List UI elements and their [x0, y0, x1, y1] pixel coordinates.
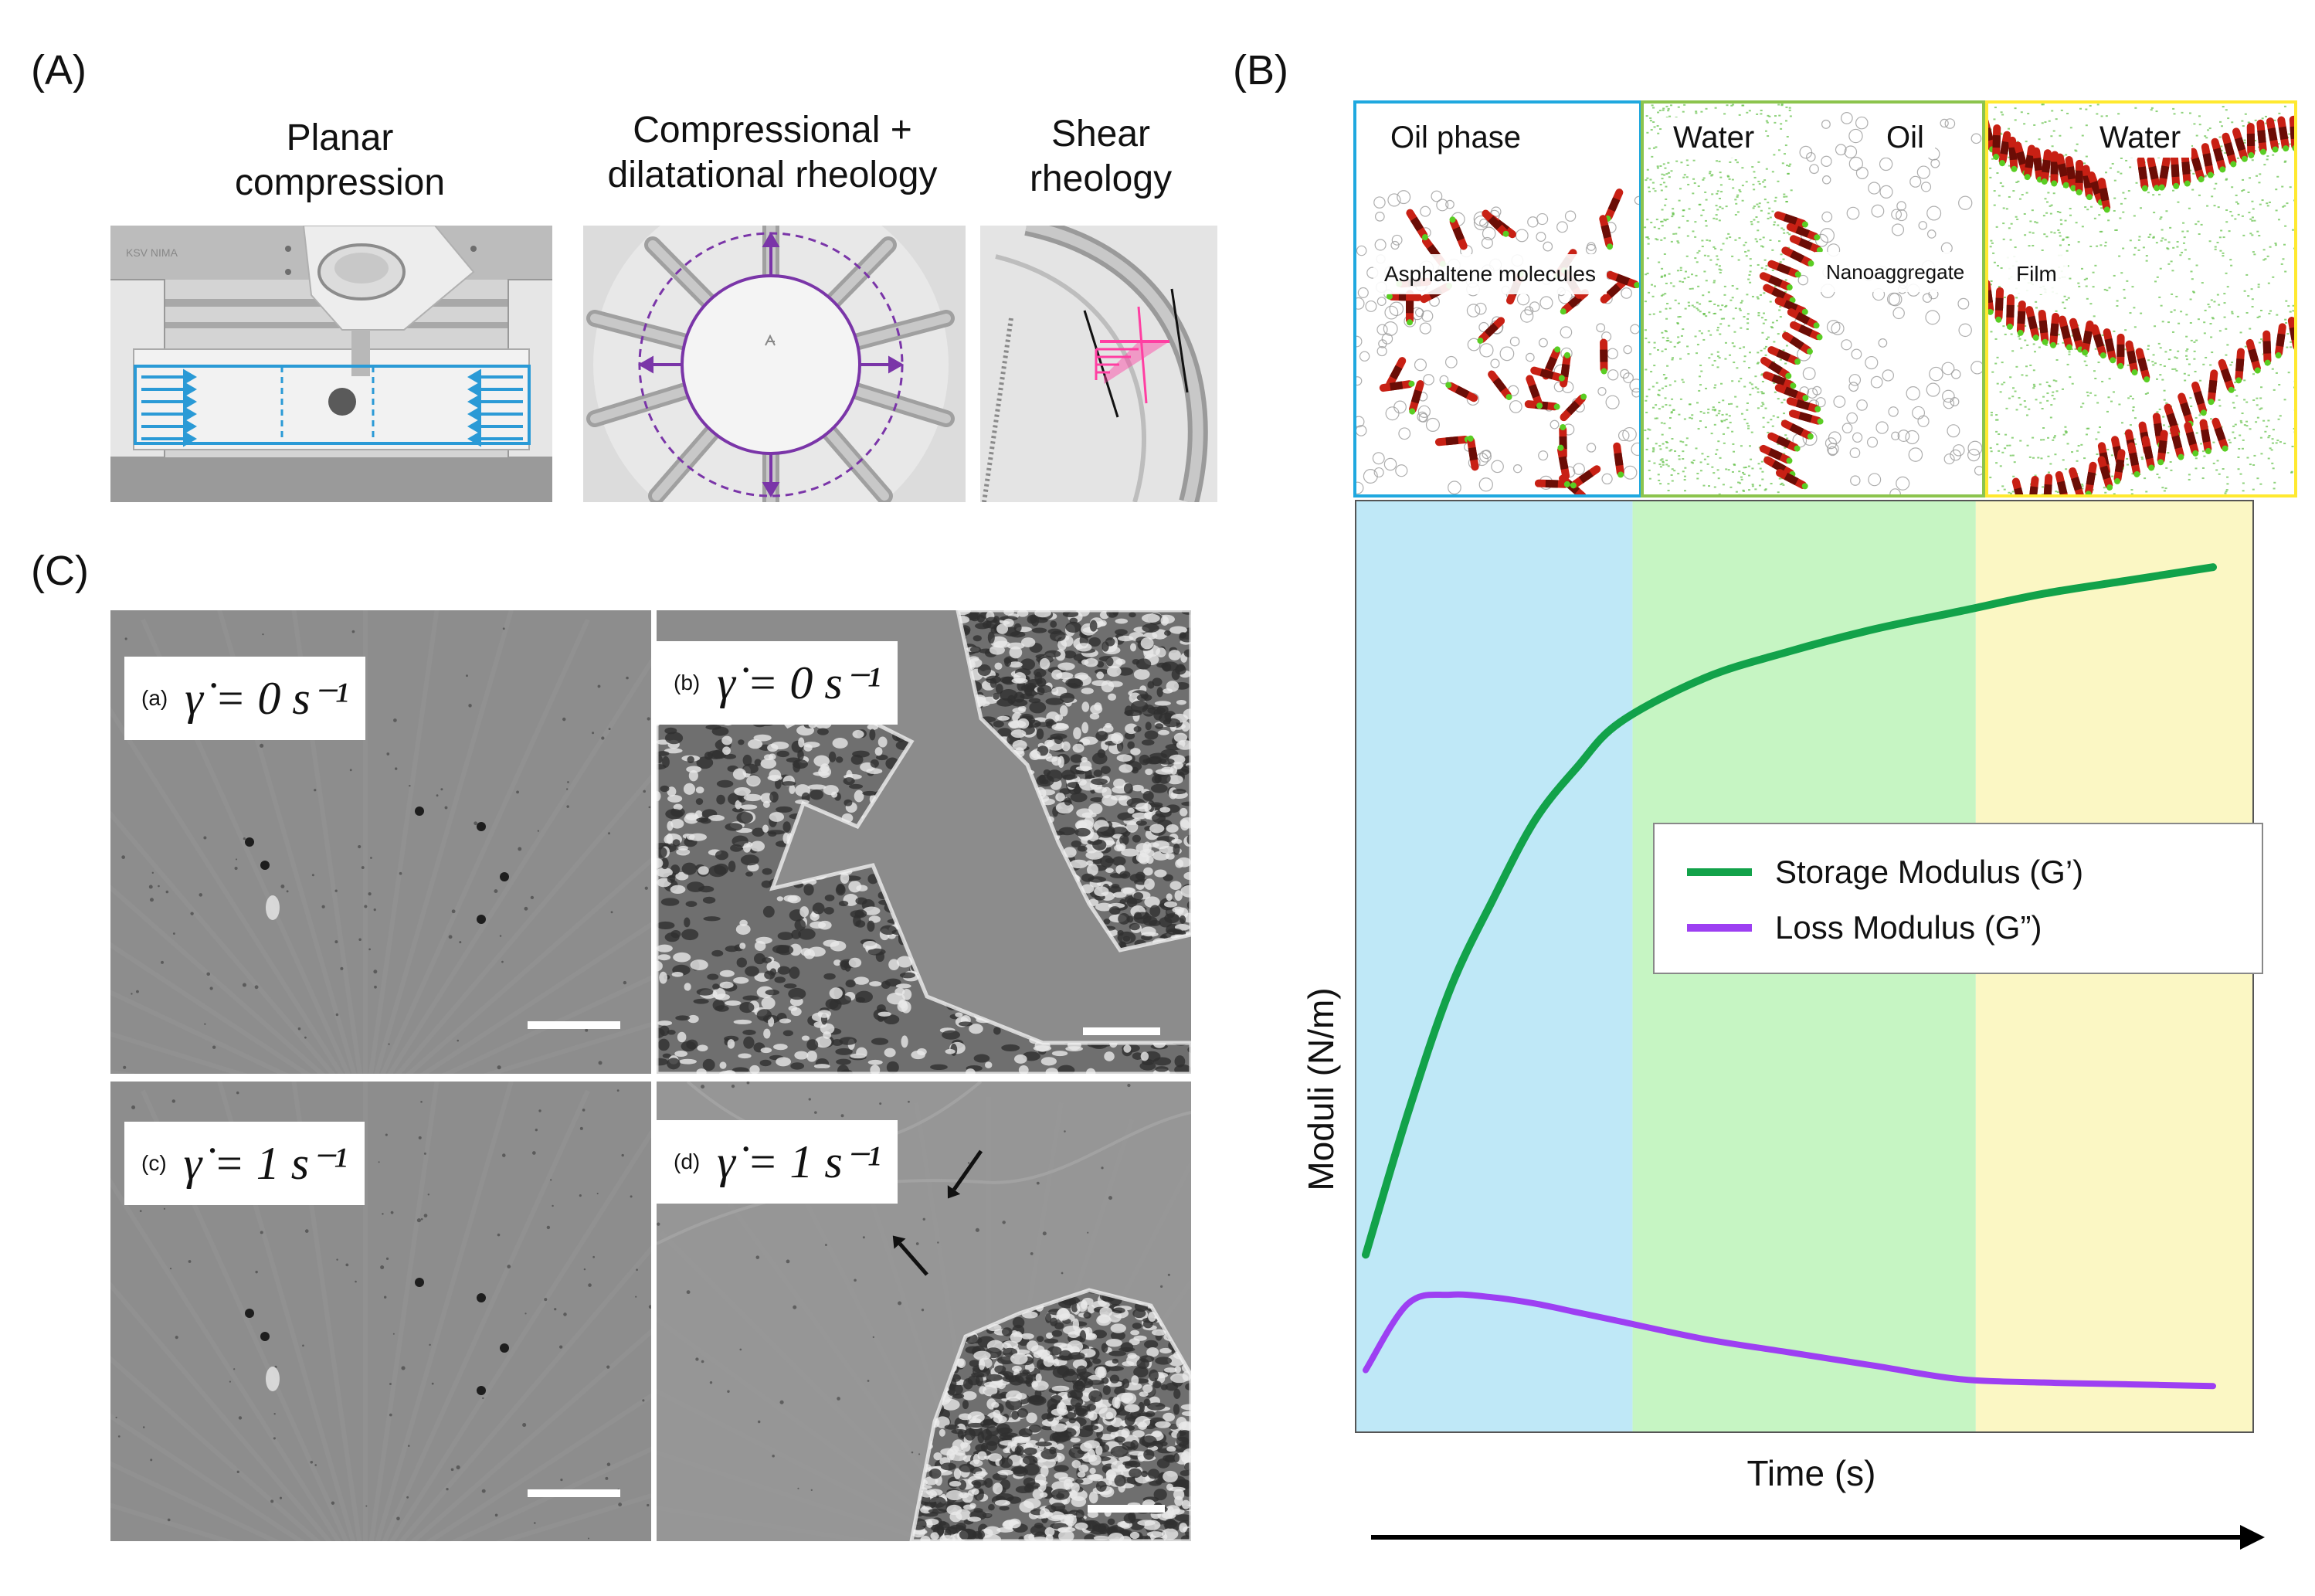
legend-swatch-loss: [1687, 924, 1752, 932]
md-snapshot-oil-phase: Oil phase Asphaltene molecules: [1353, 100, 1642, 497]
scale-bar-a: [528, 1021, 620, 1029]
label-d: (d) γ̇ = 1 s⁻¹: [657, 1120, 898, 1204]
micrograph-c: (c) γ̇ = 1 s⁻¹: [110, 1082, 651, 1541]
moduli-chart: Moduli (N/m) Time (s) Storage Modulus (G…: [1275, 494, 2302, 1591]
title-shear-rheology: Shear rheology: [1029, 114, 1173, 199]
scale-bar-b: [1083, 1027, 1160, 1035]
label-b: (b) γ̇ = 0 s⁻¹: [657, 641, 898, 725]
panel-label-b: (B): [1233, 47, 1288, 93]
micrograph-b: (b) γ̇ = 0 s⁻¹: [657, 610, 1191, 1074]
label-water-film-phase: Water: [2089, 117, 2192, 158]
label-nanoaggregate: Nanoaggregate: [1815, 252, 1976, 292]
label-oil-phase: Oil phase: [1380, 117, 1532, 158]
label-a: (a) γ̇ = 0 s⁻¹: [124, 657, 366, 740]
label-water: Water: [1662, 117, 1766, 158]
label-asphaltene-molecules: Asphaltene molecules: [1373, 254, 1607, 294]
label-oil: Oil: [1875, 117, 1935, 158]
label-film: Film: [2005, 254, 2068, 294]
micrograph-d: (d) γ̇ = 1 s⁻¹: [657, 1082, 1191, 1541]
panel-label-a: (A): [31, 47, 87, 93]
scale-bar-c: [528, 1489, 620, 1497]
photo-shear-cell: [980, 226, 1217, 502]
title-dilatational-rheology: Compressional + dilatational rheology: [607, 110, 938, 195]
chart-legend: Storage Modulus (G’) Loss Modulus (G”): [1653, 823, 2263, 974]
chart-region-1: [1356, 501, 1633, 1432]
title-planar-compression: Planar compression: [234, 117, 446, 203]
legend-label-loss: Loss Modulus (G”): [1775, 909, 2042, 946]
scale-bar-d: [1088, 1505, 1165, 1513]
legend-label-storage: Storage Modulus (G’): [1775, 854, 2084, 890]
time-arrow-head: [2240, 1525, 2265, 1550]
x-axis-label: Time (s): [1746, 1453, 1876, 1493]
micrograph-a: (a) γ̇ = 0 s⁻¹: [110, 610, 651, 1074]
panel-label-c: (C): [31, 548, 89, 594]
md-snapshot-nanoaggregate: Water Oil Nanoaggregate: [1641, 100, 1985, 497]
y-axis-label: Moduli (N/m): [1301, 987, 1341, 1191]
photo-radial-trough: [583, 226, 966, 502]
md-snapshot-film: Water Film: [1985, 100, 2297, 497]
storage-modulus-line: [1362, 563, 2217, 1259]
photo-langmuir-trough: KSV NIMA: [110, 226, 552, 502]
legend-swatch-storage: [1687, 868, 1752, 876]
svg-text:KSV NIMA: KSV NIMA: [126, 246, 178, 259]
loss-modulus-line: [1363, 1291, 2216, 1390]
label-c: (c) γ̇ = 1 s⁻¹: [124, 1122, 365, 1205]
